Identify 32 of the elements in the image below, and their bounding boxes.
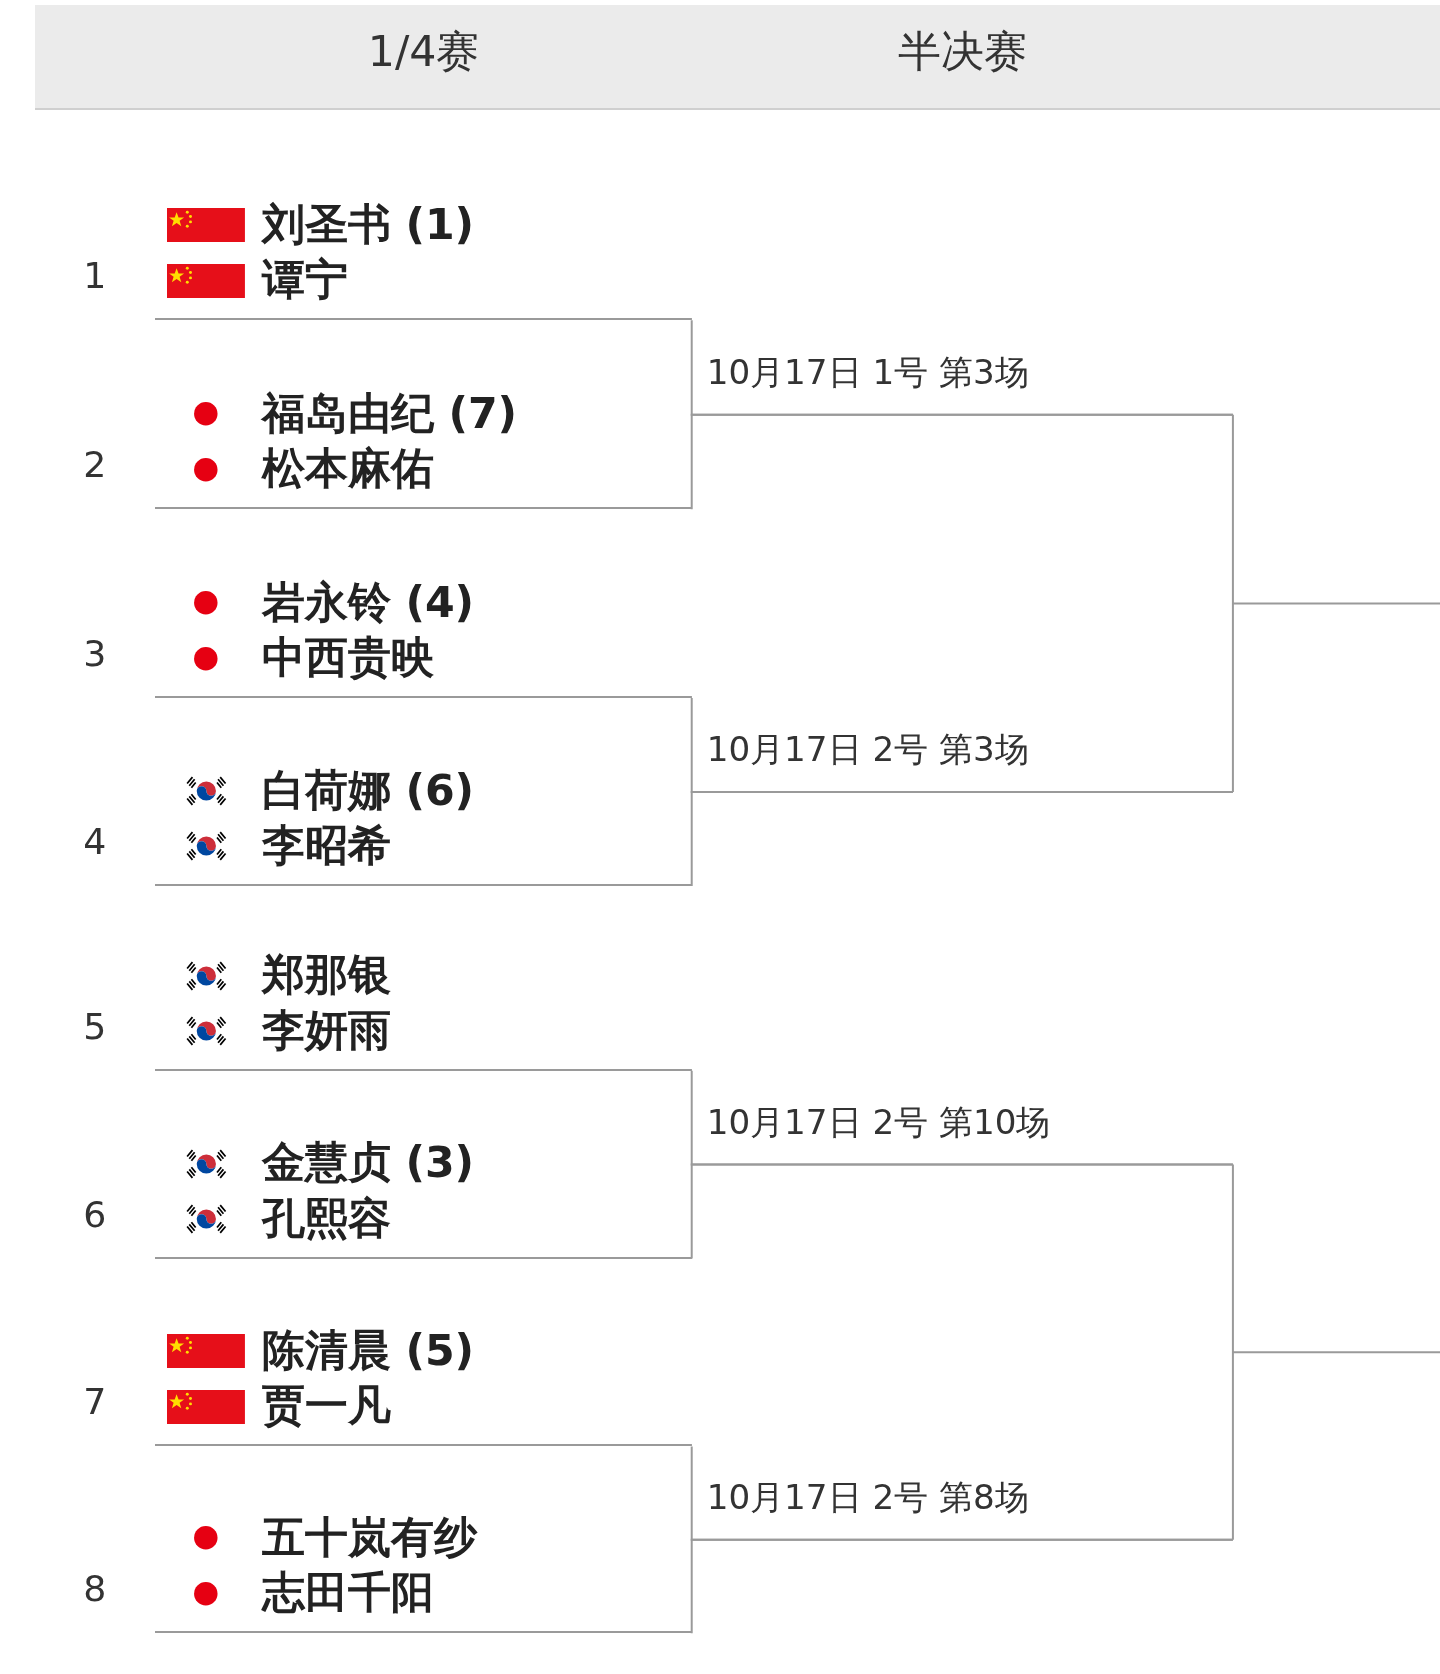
bracket-line [690,1163,1234,1260]
player-name: 刘圣书 (1) [261,202,475,246]
seed-number: 5 [83,1008,107,1046]
player-name: 松本麻佑 [261,447,434,490]
player-name: 李妍雨 [261,1008,391,1052]
seed-number: 6 [83,1196,107,1233]
seed-number: 8 [83,1571,107,1608]
column-header: 1/4赛 [367,29,480,73]
player-name: 李昭希 [261,824,391,867]
player-name: 孔熙容 [261,1196,391,1240]
bracket-line [690,791,1234,887]
player-name: 金慧贞 (3) [261,1141,475,1184]
player-name: 贾一凡 [261,1384,391,1428]
seed-number: 1 [83,258,107,295]
player-name: 谭宁 [261,258,348,301]
edge-label: 10月17日 2号 第3场 [706,732,1029,767]
player-name: 五十岚有纱 [261,1515,477,1559]
seed-number: 2 [83,447,107,484]
player-name: 白荷娜 (6) [261,768,475,812]
edge-label: 10月17日 2号 第8场 [706,1480,1029,1515]
seed-number: 3 [83,636,107,673]
player-name: 岩永铃 (4) [261,580,475,624]
player-name: 福岛由纪 (7) [261,391,518,435]
edge-label: 10月17日 1号 第3场 [706,354,1029,390]
seed-number: 4 [83,824,107,861]
player-name: 陈清晨 (5) [261,1328,475,1372]
seed-number: 7 [83,1384,107,1421]
player-name: 志田千阳 [261,1571,434,1614]
player-name: 郑那银 [261,953,391,996]
player-name: 中西贵映 [261,636,434,679]
column-header: 半决赛 [898,29,1028,73]
edge-label: 10月17日 2号 第10场 [706,1104,1051,1139]
